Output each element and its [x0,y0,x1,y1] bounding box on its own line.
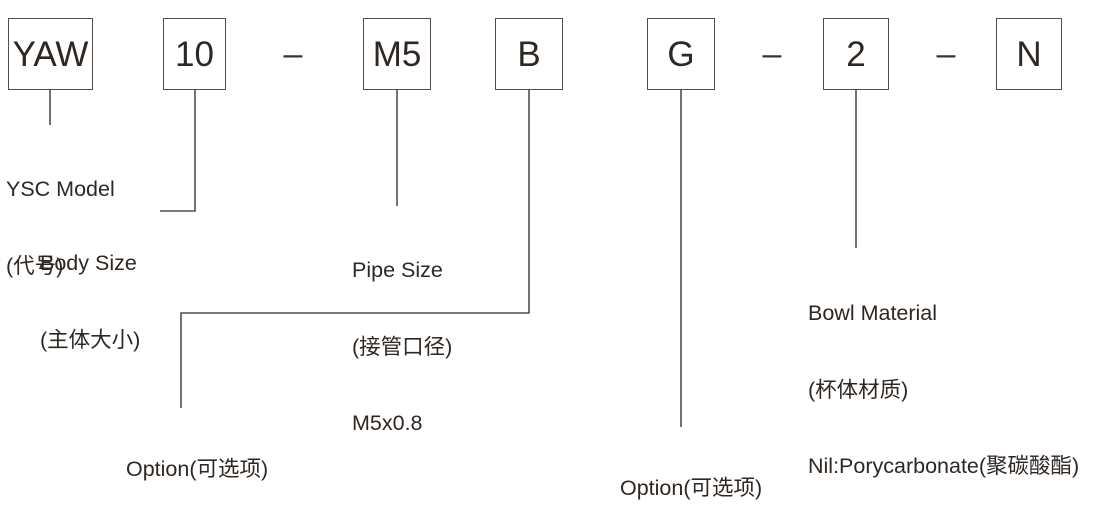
annotation-option-mounting-line-1: Option(可选项) [126,457,269,481]
annotation-bowl-material-line-1: Bowl Material [808,301,938,325]
annotation-body-size: Body Size (主体大小) [40,200,140,404]
annotation-pipe-size-line-1: Pipe Size [352,258,443,282]
annotation-ysc-model-line-2: (代号) [6,253,64,278]
annotation-ysc-model-line-1: YSC Model [6,177,115,201]
code-box-bowl-material[interactable]: 2 [823,18,889,90]
code-box-pipe-size[interactable]: M5 [363,18,431,90]
annotation-bowl-material: Bowl Material (杯体材质) Nil:Porycarbonate(聚… [808,250,1079,516]
leader-body-size [160,90,196,212]
annotation-pipe-size: Pipe Size (接管口径) M5x0.8 [352,207,452,488]
annotation-pipe-size-line-3: M5x0.8 [352,411,423,435]
separator-dash-1: – [283,35,303,73]
annotation-option-gauge-line-1: Option(可选项) [620,476,763,500]
annotation-option-mounting: Option(可选项) Nil:None(无安装可选项) B:With Brac… [126,406,407,516]
annotation-bowl-material-line-2: (杯体材质) [808,377,909,402]
separator-dash-3: – [936,35,956,73]
code-box-option-mounting[interactable]: B [495,18,563,90]
annotation-bowl-material-line-3: Nil:Porycarbonate(聚碳酸酯) [808,454,1080,478]
annotation-option-gauge: Option(可选项) Nil:None(无压力表) G:Circular(圆形… [620,425,839,516]
annotation-pipe-size-line-2: (接管口径) [352,334,453,359]
separator-dash-2: – [762,35,782,73]
annotation-body-size-line-2: (主体大小) [40,327,141,352]
annotation-body-size-line-1: Body Size [40,251,137,275]
annotation-ysc-model: YSC Model (代号) [6,126,115,330]
code-box-option-gauge[interactable]: G [647,18,715,90]
code-box-series[interactable]: YAW [8,18,93,90]
code-box-suffix[interactable]: N [996,18,1062,90]
code-box-body-size[interactable]: 10 [163,18,226,90]
